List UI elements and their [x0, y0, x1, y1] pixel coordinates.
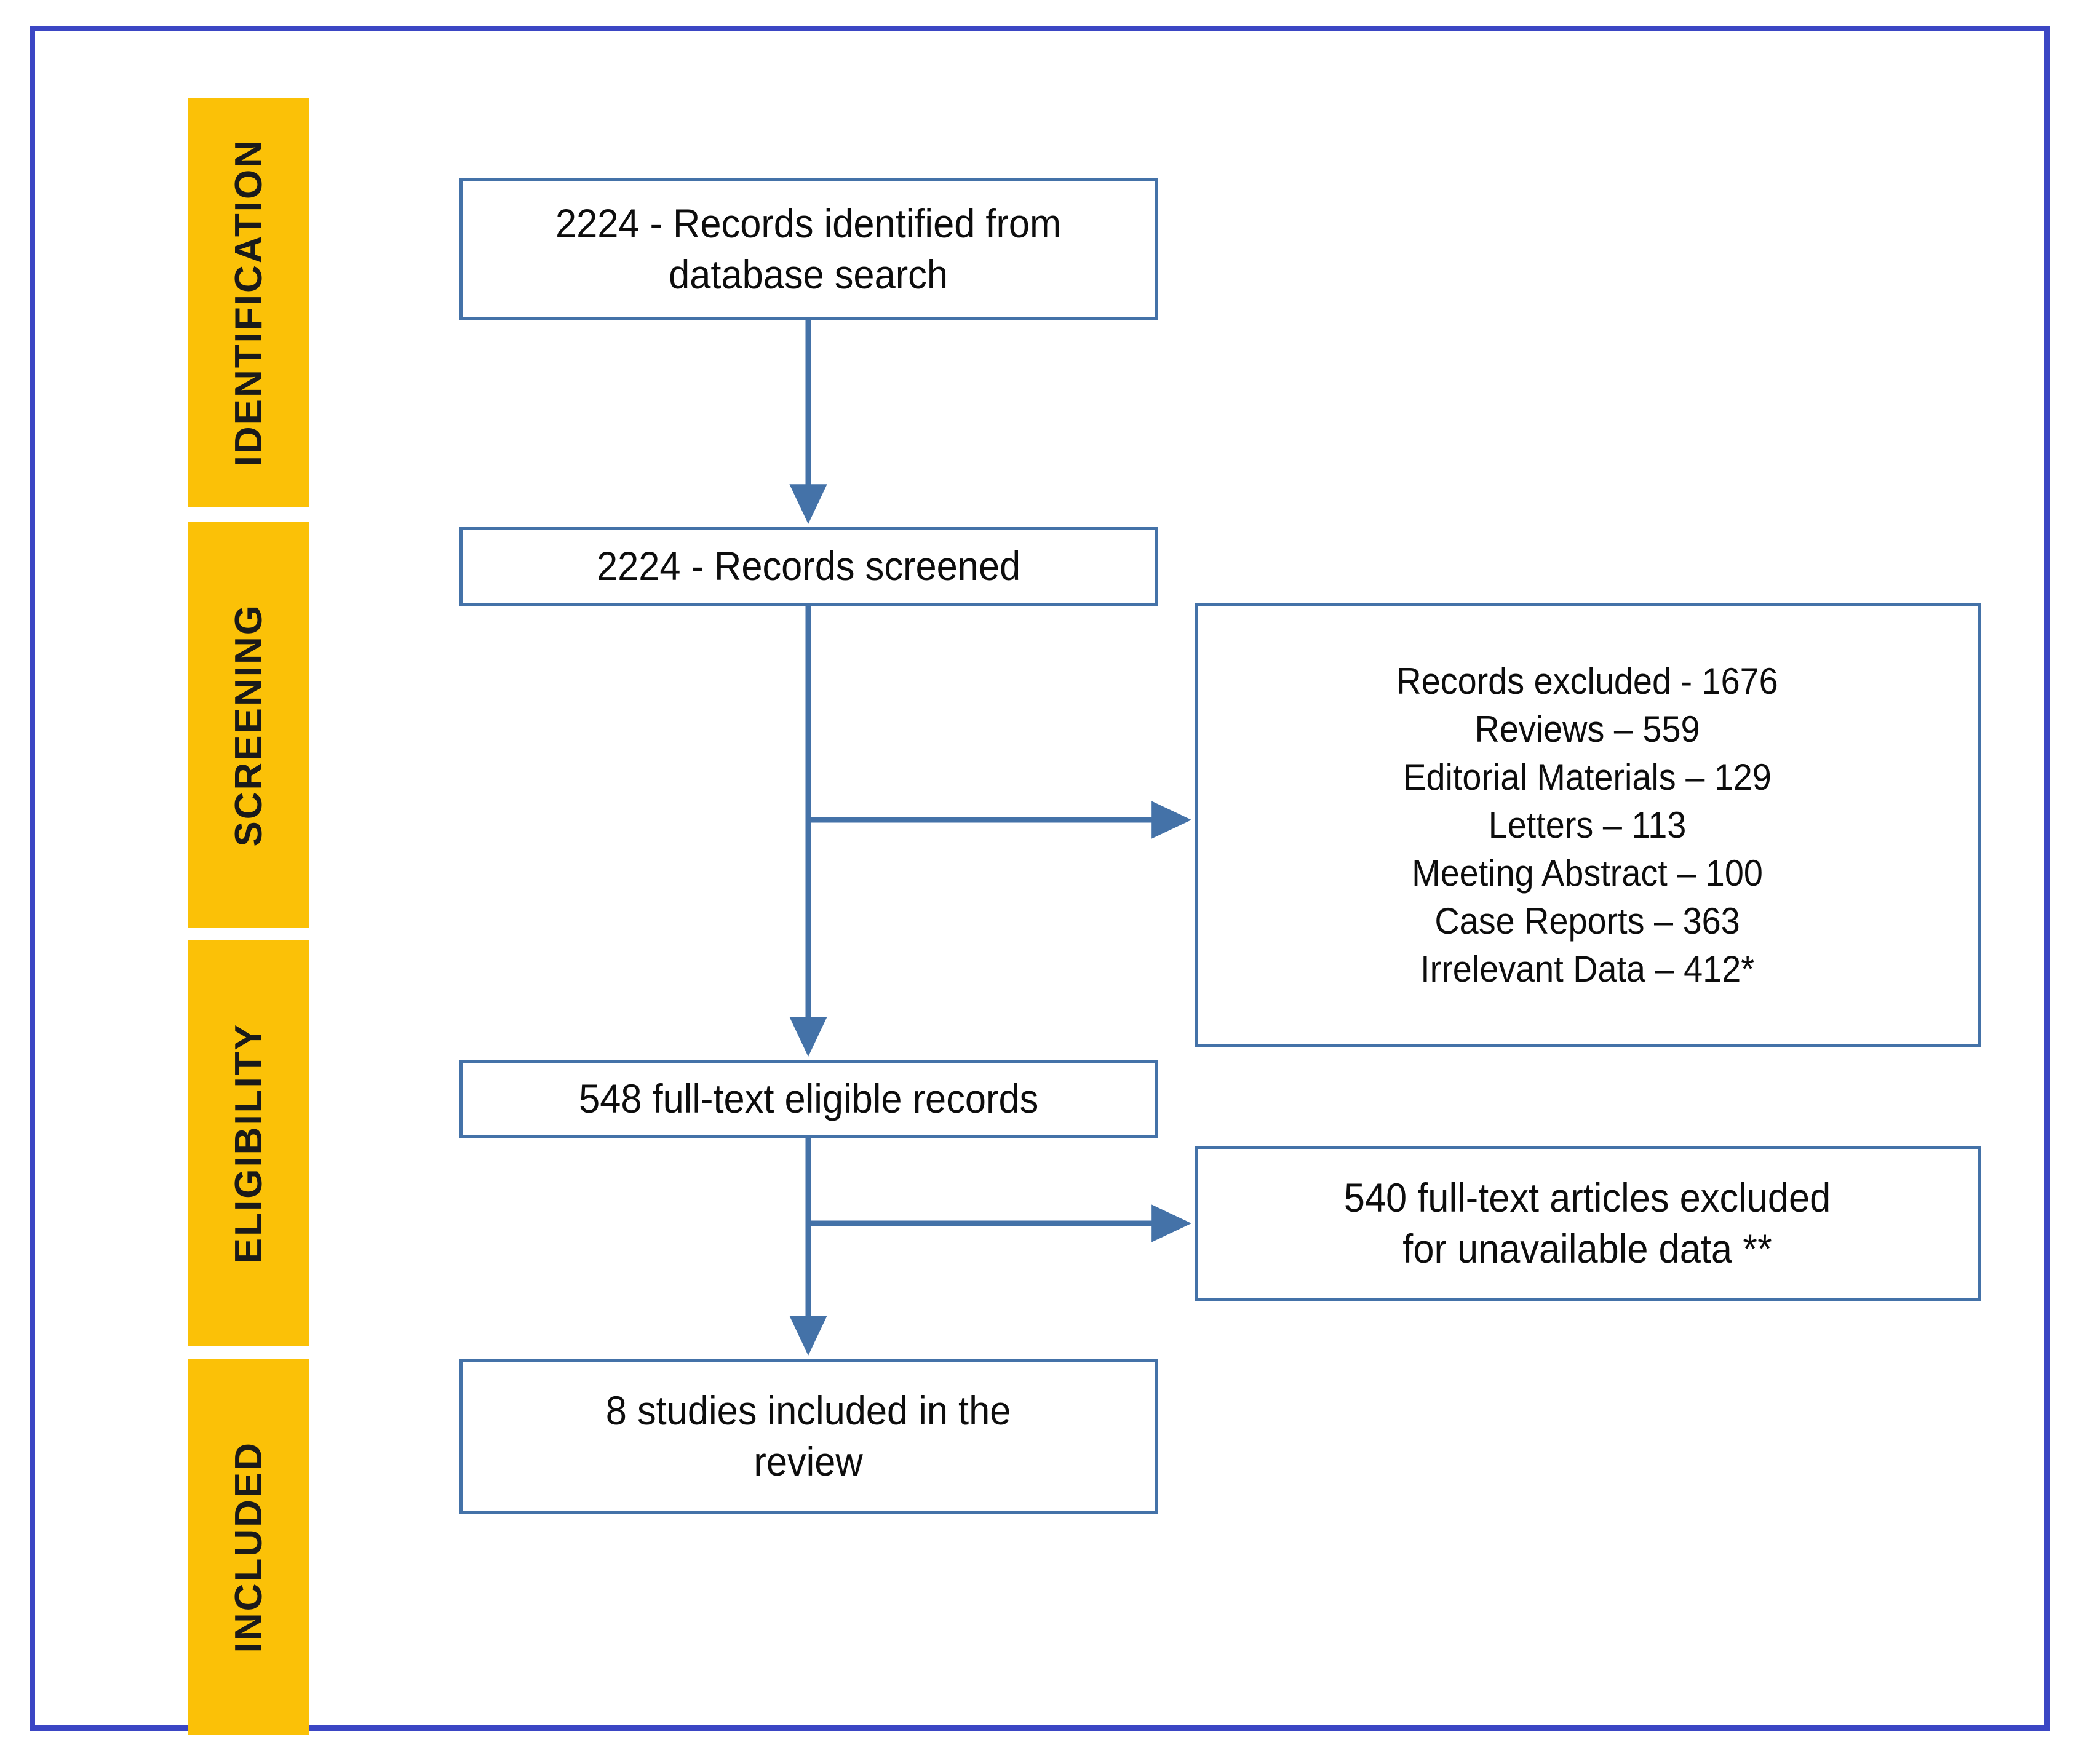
- box-records-identified: 2224 - Records identified from database …: [459, 178, 1158, 320]
- box-studies-included: 8 studies included in the review: [459, 1359, 1158, 1514]
- box-fulltext-excluded-text: 540 full-text articles excluded for unav…: [1344, 1174, 1831, 1271]
- box-records-identified-text: 2224 - Records identified from database …: [555, 200, 1062, 297]
- box-records-screened-text: 2224 - Records screened: [596, 543, 1021, 589]
- stage-label-identification: IDENTIFICATION: [227, 138, 270, 467]
- box-records-screened: 2224 - Records screened: [459, 527, 1158, 606]
- box-studies-included-text: 8 studies included in the review: [606, 1387, 1011, 1484]
- stage-label-included: INCLUDED: [227, 1440, 270, 1653]
- box-fulltext-eligible: 548 full-text eligible records: [459, 1060, 1158, 1138]
- box-fulltext-eligible-text: 548 full-text eligible records: [578, 1076, 1039, 1122]
- box-records-excluded: Records excluded - 1676 Reviews – 559 Ed…: [1195, 603, 1981, 1047]
- stage-bar-included: INCLUDED: [188, 1359, 309, 1735]
- stage-bar-screening: SCREENING: [188, 522, 309, 928]
- box-records-excluded-text: Records excluded - 1676 Reviews – 559 Ed…: [1396, 661, 1779, 990]
- diagram-outer-frame: IDENTIFICATION SCREENING ELIGIBILITY INC…: [30, 26, 2050, 1735]
- diagram-canvas: IDENTIFICATION SCREENING ELIGIBILITY INC…: [35, 31, 2044, 1735]
- stage-bar-eligibility: ELIGIBILITY: [188, 940, 309, 1346]
- stage-bar-identification: IDENTIFICATION: [188, 98, 309, 507]
- stage-label-screening: SCREENING: [227, 603, 270, 847]
- stage-label-eligibility: ELIGIBILITY: [227, 1023, 270, 1264]
- box-fulltext-excluded: 540 full-text articles excluded for unav…: [1195, 1146, 1981, 1301]
